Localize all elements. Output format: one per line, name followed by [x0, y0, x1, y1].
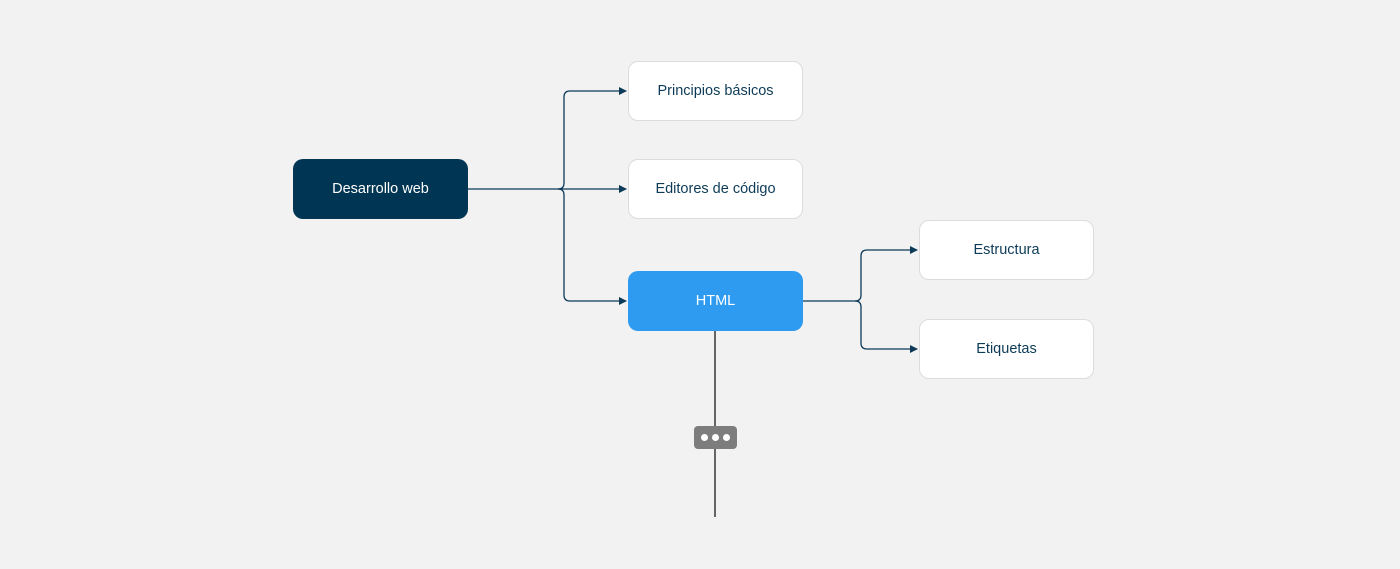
node-principios-basicos[interactable]: Principios básicos [628, 61, 803, 121]
node-label: Editores de código [655, 181, 776, 197]
node-label: Etiquetas [976, 341, 1037, 357]
expand-more-button[interactable] [694, 426, 737, 449]
node-label: HTML [695, 293, 736, 309]
node-html[interactable]: HTML [628, 271, 803, 331]
node-label: Principios básicos [657, 83, 774, 99]
connector-to-etiquetas [854, 300, 918, 353]
node-editores-de-codigo[interactable]: Editores de código [628, 159, 803, 219]
node-label: Estructura [973, 242, 1040, 258]
connector-to-estructura [854, 246, 918, 302]
node-desarrollo-web[interactable]: Desarrollo web [293, 159, 468, 219]
node-etiquetas[interactable]: Etiquetas [919, 319, 1094, 379]
node-estructura[interactable]: Estructura [919, 220, 1094, 280]
ellipsis-icon [723, 434, 730, 441]
ellipsis-icon [712, 434, 719, 441]
node-label: Desarrollo web [332, 181, 429, 197]
connector-to-html [557, 188, 627, 305]
ellipsis-icon [701, 434, 708, 441]
connector-to-principios [557, 87, 627, 190]
